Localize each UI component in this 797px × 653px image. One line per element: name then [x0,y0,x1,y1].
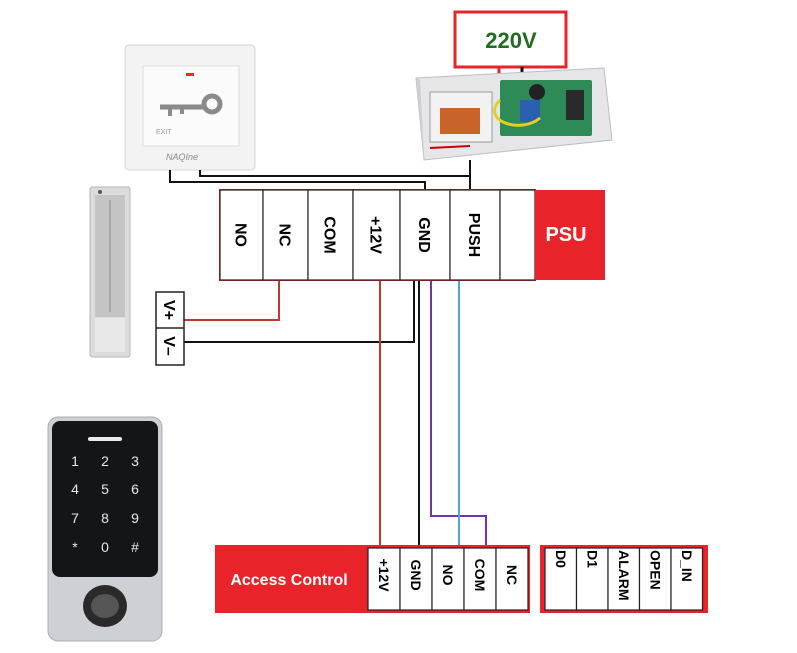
access-control-terminal-label-no: NO [440,565,456,586]
psu-terminal-cells: NO NC COM +12V GND PUSH [219,189,536,281]
access-control-terminal-label-nc: NC [504,565,520,585]
keypad-key-2: 2 [101,453,109,469]
extra-terminal-label-alarm: ALARM [616,550,632,601]
psu-terminal-12v [352,189,401,281]
psu-terminal-push [449,189,501,281]
keypad-key-3: 3 [131,453,139,469]
psu-terminal-label-com: COM [321,216,338,253]
access-control-terminal-cells: +12V GND NO COM NC [367,547,529,611]
psu-terminal-blank-6 [499,189,536,281]
lock-terminal-vplus: V+ [160,300,177,320]
access-control-terminal-nc [495,547,529,611]
extra-terminal-label-open: OPEN [647,550,663,590]
access-control-terminal-label-gnd: GND [408,559,424,590]
keypad-key-8: 8 [101,510,109,526]
keypad-key-9: 9 [131,510,139,526]
exit-button-brand: NAQIne [166,152,198,162]
mains-label: 220V [485,28,537,53]
keypad-keys: 1 2 3 4 5 6 7 8 9 * 0 # [71,453,139,555]
extra-terminal-d-in [670,547,704,611]
access-control-terminal-label-12v: +12V [376,558,392,592]
lock-terminal-vminus: V– [160,336,177,356]
wire-exit-1 [169,170,426,190]
psu-terminal-gnd [399,189,451,281]
keypad-key-hash: # [131,539,139,555]
mains-box: 220V [453,10,568,82]
psu-terminal-label-12v: +12V [367,216,384,254]
keypad-key-6: 6 [131,481,139,497]
extra-terminal-label-d1: D1 [584,550,600,568]
psu-board-image [415,67,613,161]
extra-terminal-block: D0 D1 ALARM OPEN D_IN [540,545,708,613]
keypad-key-5: 5 [101,481,109,497]
access-control-terminal-gnd [399,547,433,611]
keypad-key-7: 7 [71,510,79,526]
psu-title: PSU [545,224,586,246]
keypad-key-0: 0 [101,539,109,555]
keypad-key-star: * [72,539,78,555]
extra-terminal-label-d0: D0 [553,550,569,568]
wire-exit-2 [199,170,471,190]
wires [169,160,487,548]
psu-terminal-block: NO NC COM +12V GND PUSH PSU [219,189,605,281]
access-control-terminal-label-com: COM [472,559,488,592]
psu-terminal-nc [262,189,309,281]
access-control-terminal-com [463,547,497,611]
psu-terminal-no [219,189,264,281]
access-control-title: Access Control [230,572,347,589]
keypad-image [47,416,163,642]
exit-button-text: EXIT [156,129,172,136]
extra-terminal-alarm [607,547,641,611]
wire-lock-vminus [184,280,415,343]
psu-terminal-label-gnd: GND [415,217,432,253]
psu-terminal-label-push: PUSH [465,213,482,257]
lock-terminal-block: V+ V– [155,291,185,366]
psu-terminal-label-nc: NC [276,223,293,247]
magnetic-lock-image [89,186,131,358]
exit-button-image: EXIT NAQIne [124,44,256,171]
keypad-key-4: 4 [71,481,79,497]
extra-terminal-label-d-in: D_IN [679,550,695,582]
psu-terminal-com [307,189,354,281]
keypad-key-1: 1 [71,453,79,469]
access-control-terminal-block: Access Control +12V GND NO COM NC [215,545,530,613]
access-control-terminal-12v [367,547,401,611]
extra-terminal-cells: D0 D1 ALARM OPEN D_IN [544,547,704,611]
wire-lock-vplus [184,280,280,321]
psu-terminal-label-no: NO [232,223,249,247]
